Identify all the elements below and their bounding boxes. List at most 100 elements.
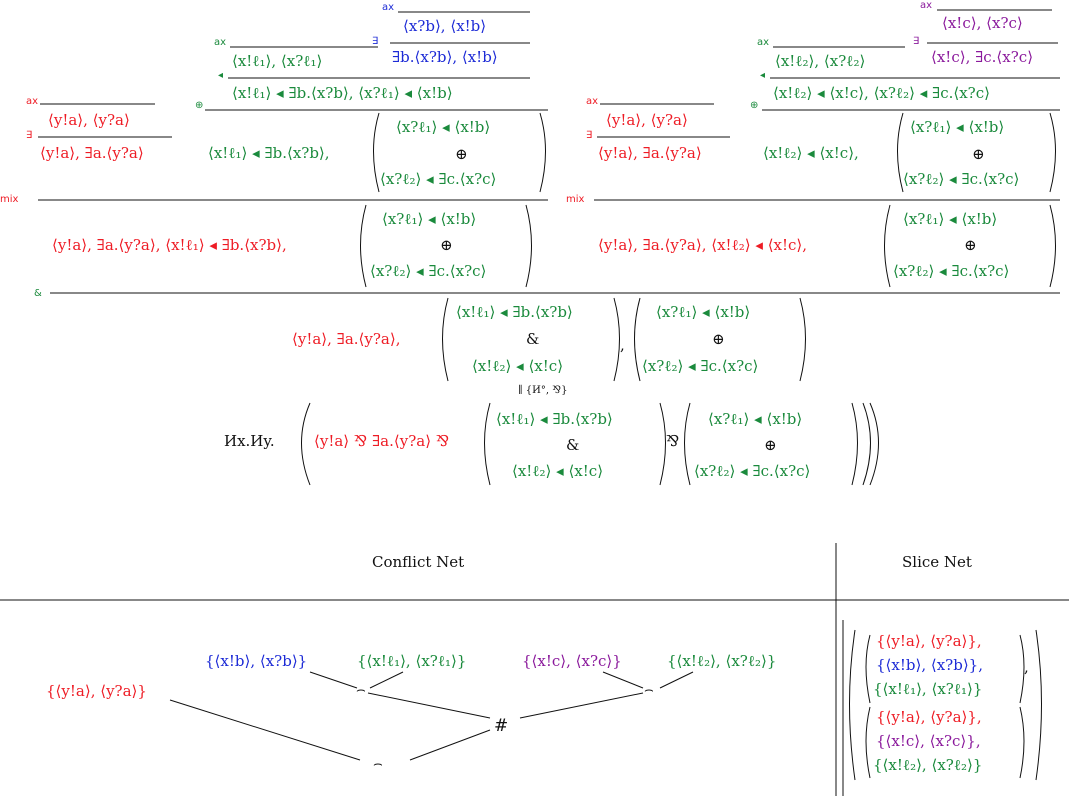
rule-label-oplus: ⊕ <box>195 100 204 111</box>
term-prefix: Иx.Иy. <box>224 432 275 450</box>
net-edge <box>309 671 358 689</box>
slice-item: {⟨y!a⟩, ⟨y?a⟩}, <box>876 632 982 650</box>
table-header-conflict-net: Conflict Net <box>372 553 465 571</box>
matrix-op: & <box>566 436 580 454</box>
rule-label-exists: ∃ <box>26 130 33 141</box>
matrix-op: ⊕ <box>964 236 977 254</box>
brace-right <box>1035 629 1042 781</box>
net-node: {⟨x!ℓ₂⟩, ⟨x?ℓ₂⟩} <box>667 652 777 670</box>
paren-left <box>301 402 311 486</box>
formula: ⟨x!ℓ₂⟩ ◂ ⟨x!c⟩, ⟨x?ℓ₂⟩ ◂ ∃c.⟨x?c⟩ <box>773 84 990 102</box>
net-node: {⟨x!b⟩, ⟨x?b⟩} <box>205 652 308 670</box>
slice-item: {⟨x!c⟩, ⟨x?c⟩}, <box>876 732 981 750</box>
rule-label-mix: mix <box>566 194 585 205</box>
brace-right <box>1019 706 1025 779</box>
formula: ⟨x!ℓ₁⟩, ⟨x?ℓ₁⟩ <box>232 52 323 70</box>
paren-left <box>360 204 367 288</box>
paren-right <box>659 402 666 486</box>
slice-item: {⟨x!ℓ₂⟩, ⟨x?ℓ₂⟩} <box>873 756 983 774</box>
paren-left <box>634 297 641 382</box>
paren-right <box>613 297 620 382</box>
rule-label-ax: ax <box>26 96 39 107</box>
matrix-op: ⊕ <box>712 330 725 348</box>
net-edge <box>169 699 361 761</box>
matrix-row: ⟨x?ℓ₂⟩ ◂ ∃c.⟨x?c⟩ <box>694 462 811 480</box>
rule-label-ax: ax <box>586 96 599 107</box>
par-op: ⅋ <box>666 432 680 450</box>
slice-item: {⟨y!a⟩, ⟨y?a⟩}, <box>876 708 982 726</box>
matrix-op: ⊕ <box>972 145 985 163</box>
net-edge <box>659 671 694 689</box>
matrix-op: ⊕ <box>440 236 453 254</box>
matrix-row: ⟨x!ℓ₁⟩ ◂ ∃b.⟨x?b⟩ <box>456 303 573 321</box>
matrix-row: ⟨x?ℓ₁⟩ ◂ ⟨x!b⟩ <box>656 303 751 321</box>
join-symbol: ⌢ <box>373 754 383 772</box>
comma: , <box>620 336 625 354</box>
matrix-row: ⟨x?ℓ₂⟩ ◂ ∃c.⟨x?c⟩ <box>380 170 497 188</box>
formula: ⟨x!ℓ₂⟩ ◂ ⟨x!c⟩, <box>763 144 859 162</box>
net-edge <box>409 729 491 761</box>
formula: ⟨y!a⟩, ∃a.⟨y?a⟩, ⟨x!ℓ₁⟩ ◂ ∃b.⟨x?b⟩, <box>52 236 287 254</box>
formula: ⟨y!a⟩, ⟨y?a⟩ <box>48 111 130 129</box>
paren-left <box>442 297 449 382</box>
net-edge <box>519 692 644 719</box>
net-node: {⟨x!c⟩, ⟨x?c⟩} <box>522 652 622 670</box>
matrix-op: ⊕ <box>455 145 468 163</box>
matrix-row: ⟨x?ℓ₁⟩ ◂ ⟨x!b⟩ <box>903 210 998 228</box>
formula: ⟨x!ℓ₁⟩ ◂ ∃b.⟨x?b⟩, <box>208 144 330 162</box>
matrix-row: ⟨x?ℓ₂⟩ ◂ ∃c.⟨x?c⟩ <box>370 262 487 280</box>
paren-right <box>851 402 858 486</box>
slice-item: {⟨x!ℓ₁⟩, ⟨x?ℓ₁⟩} <box>873 680 983 698</box>
paren-right <box>525 204 532 288</box>
paren-left <box>684 402 691 486</box>
net-node: {⟨x!ℓ₁⟩, ⟨x?ℓ₁⟩} <box>357 652 467 670</box>
slice-comma: , <box>1024 658 1029 676</box>
paren-left <box>373 112 380 193</box>
rule-label-exists: ∃ <box>372 36 379 47</box>
formula: ⟨y!a⟩, ⟨y?a⟩ <box>606 111 688 129</box>
brace-left <box>849 629 856 781</box>
formula: ⟨x!c⟩, ∃c.⟨x?c⟩ <box>931 48 1034 66</box>
formula: ⟨x!c⟩, ⟨x?c⟩ <box>942 14 1023 32</box>
matrix-row: ⟨x!ℓ₁⟩ ◂ ∃b.⟨x?b⟩ <box>496 410 613 428</box>
matrix-row: ⟨x?ℓ₁⟩ ◂ ⟨x!b⟩ <box>708 410 803 428</box>
rule-label-ax: ax <box>382 2 395 13</box>
rule-label-ax: ax <box>757 37 770 48</box>
formula: ⟨x!ℓ₁⟩ ◂ ∃b.⟨x?b⟩, ⟨x?ℓ₁⟩ ◂ ⟨x!b⟩ <box>232 84 453 102</box>
matrix-row: ⟨x?ℓ₁⟩ ◂ ⟨x!b⟩ <box>382 210 477 228</box>
paren-right <box>1049 112 1056 193</box>
table-header-slice-net: Slice Net <box>902 553 972 571</box>
paren-left <box>484 402 491 486</box>
paren-right <box>539 112 546 193</box>
net-edge <box>602 671 644 689</box>
rule-label-tri: ◂ <box>218 70 224 81</box>
paren-right <box>799 297 806 382</box>
paren-right <box>862 402 871 486</box>
matrix-row: ⟨x!ℓ₂⟩ ◂ ⟨x!c⟩ <box>512 462 604 480</box>
formula: ⟨x?b⟩, ⟨x!b⟩ <box>403 17 487 35</box>
matrix-row: ⟨x?ℓ₂⟩ ◂ ∃c.⟨x?c⟩ <box>893 262 1010 280</box>
slice-item: {⟨x!b⟩, ⟨x?b⟩}, <box>876 656 983 674</box>
brace-left <box>865 706 871 779</box>
matrix-row: ⟨x?ℓ₁⟩ ◂ ⟨x!b⟩ <box>396 118 491 136</box>
conflict-symbol: # <box>494 716 509 736</box>
paren-right <box>1049 204 1056 288</box>
formula: ⟨y!a⟩, ∃a.⟨y?a⟩ <box>598 144 702 162</box>
equivalence-label: ∥ {И°, ⅋} <box>518 385 568 396</box>
net-node: {⟨y!a⟩, ⟨y?a⟩} <box>46 682 147 700</box>
rule-label-tri: ◂ <box>760 70 766 81</box>
matrix-row: ⟨x?ℓ₁⟩ ◂ ⟨x!b⟩ <box>910 118 1005 136</box>
paren-right <box>869 402 879 486</box>
net-edge <box>369 671 404 689</box>
rule-label-ax: ax <box>214 37 227 48</box>
brace-left <box>865 634 871 704</box>
term-formula: ⟨y!a⟩ ⅋ ∃a.⟨y?a⟩ ⅋ <box>314 432 450 450</box>
matrix-op: & <box>526 330 540 348</box>
formula: ⟨y!a⟩, ∃a.⟨y?a⟩, <box>292 330 401 348</box>
formula: ⟨y!a⟩, ∃a.⟨y?a⟩, ⟨x!ℓ₂⟩ ◂ ⟨x!c⟩, <box>598 236 808 254</box>
rule-label-with: & <box>34 288 42 299</box>
net-edge <box>367 692 491 719</box>
brace-right <box>1019 634 1025 704</box>
formula: ⟨x!ℓ₂⟩, ⟨x?ℓ₂⟩ <box>775 52 866 70</box>
